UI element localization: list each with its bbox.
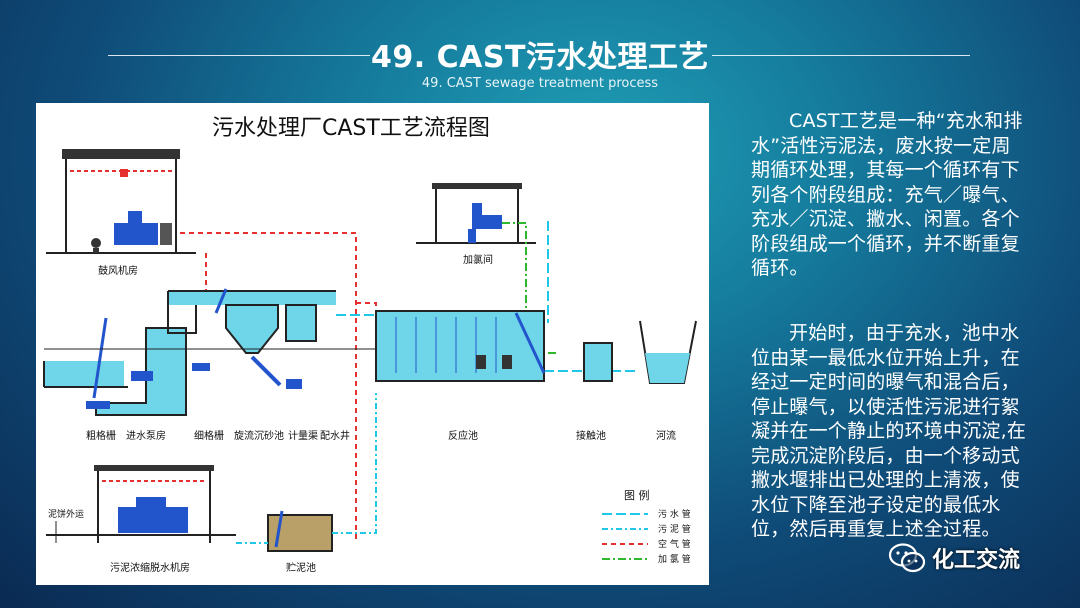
label-sludge-out: 泥饼外运: [48, 508, 84, 520]
label-reactor: 反应池: [448, 429, 478, 442]
label-blower-room: 鼓风机房: [98, 264, 138, 277]
reactor-tank: [375, 310, 546, 382]
legend: 图 例 污 水 管污 泥 管空 气 管加 氯 管: [602, 488, 691, 565]
label-grit-chamber: 旋流沉砂池: [234, 429, 284, 442]
watermark-label: 化工交流: [932, 548, 1021, 573]
description-paragraph-2: 开始时，由于充水，池中水位由某一最低水位开始上升，在经过一定时间的曝气和混合后，…: [751, 322, 1027, 540]
legend-label-0: 污 水 管: [658, 508, 691, 520]
label-chlorine-room: 加氯间: [463, 253, 493, 266]
title-divider-right: [712, 55, 970, 56]
label-river: 河流: [656, 429, 676, 442]
contact-tank: [583, 342, 613, 382]
slide-subtitle: 49. CAST sewage treatment process: [421, 76, 659, 91]
label-pump-room: 进水泵房: [126, 429, 166, 442]
slide-title: 49. CAST污水处理工艺: [371, 40, 709, 75]
legend-label-2: 空 气 管: [658, 538, 691, 550]
fine-screen-grit-chamber: [167, 288, 336, 389]
label-contact-tank: 接触池: [576, 429, 606, 442]
label-sludge-tank: 贮泥池: [286, 561, 316, 574]
dewatering-room: [46, 465, 236, 543]
label-dewatering-room: 污泥浓缩脱水机房: [110, 561, 190, 574]
watermark: 化工交流: [888, 538, 1058, 578]
river: [639, 320, 697, 384]
label-coarse-screen: 粗格栅: [86, 429, 116, 442]
process-diagram-svg: 污水处理厂CAST工艺流程图 鼓风机房 加氯间: [43, 116, 697, 574]
title-divider-left: [108, 55, 370, 56]
description-paragraph-1: CAST工艺是一种“充水和排水”活性污泥法，废水按一定周期循环处理，其每一个循环…: [751, 110, 1023, 279]
sludge-tank: [236, 393, 377, 552]
legend-items: 污 水 管污 泥 管空 气 管加 氯 管: [602, 508, 691, 565]
chlorine-room: [416, 183, 536, 244]
label-flume: 计量渠: [288, 429, 318, 442]
label-distribution-well: 配水井: [320, 429, 350, 442]
legend-title: 图 例: [624, 488, 650, 502]
legend-label-1: 污 泥 管: [658, 523, 691, 535]
diagram-title: 污水处理厂CAST工艺流程图: [212, 116, 490, 141]
legend-label-3: 加 氯 管: [658, 553, 691, 565]
coarse-screen-channel: [43, 317, 187, 416]
chlorine-pipes: [502, 222, 556, 354]
wechat-icon: [888, 543, 926, 573]
blower-room: [46, 149, 196, 254]
sewage-pipes: [336, 221, 636, 372]
process-diagram: 污水处理厂CAST工艺流程图 鼓风机房 加氯间: [36, 103, 709, 585]
label-fine-screen: 细格栅: [194, 429, 224, 442]
